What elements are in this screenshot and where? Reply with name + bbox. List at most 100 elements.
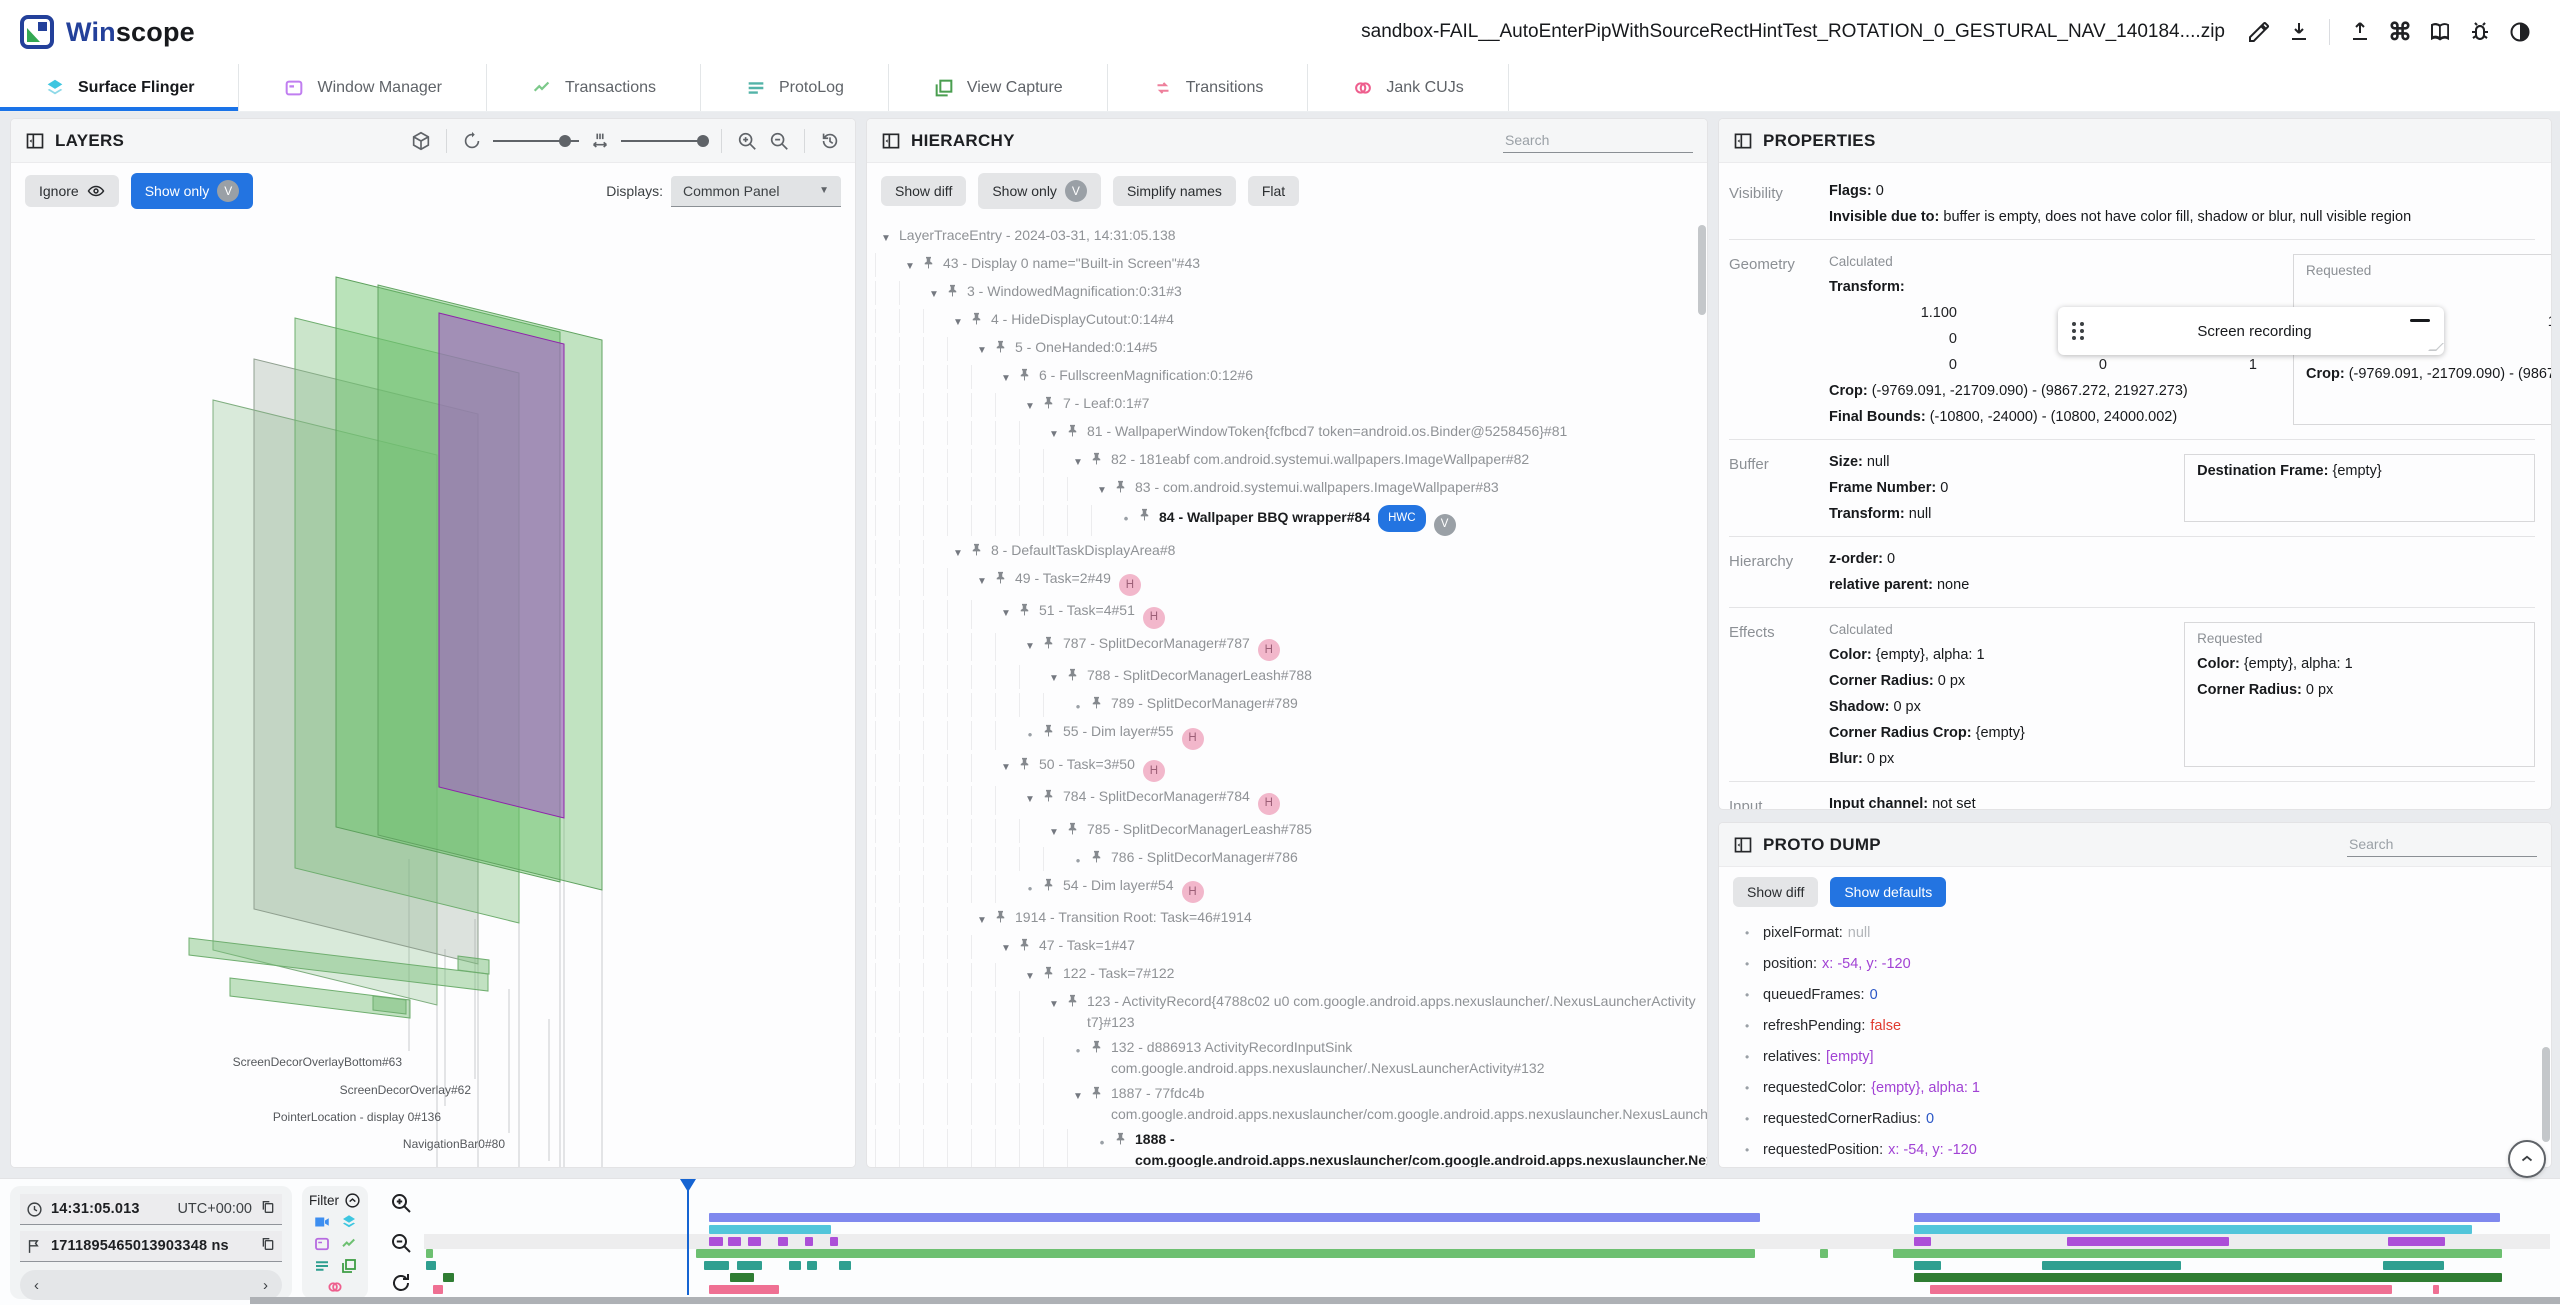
screen-recording-segment[interactable] [709,1213,1761,1222]
proto-row[interactable]: •requestedCornerRadius:0 [1745,1111,1935,1127]
expand-arrow-icon[interactable]: ▼ [1025,794,1035,805]
hierarchy-node[interactable]: ▼123 - ActivityRecord{4788c02 u0 com.goo… [875,989,1707,1035]
expand-arrow-icon[interactable]: ▼ [977,575,987,587]
expand-arrow-icon[interactable]: ▼ [1049,999,1059,1010]
protolog-segment[interactable] [2042,1261,2182,1270]
hierarchy-node[interactable]: ▼83 - com.android.systemui.wallpapers.Im… [875,475,1707,503]
protolog-segment[interactable] [807,1261,818,1270]
proto-dump-search-input[interactable] [2347,832,2537,857]
hierarchy-node[interactable]: ▼82 - 181eabf com.android.systemui.wallp… [875,447,1707,475]
pin-icon[interactable] [969,309,989,332]
expand-arrow-icon[interactable]: ▼ [1073,457,1083,468]
hierarchy-node[interactable]: ▼6 - FullscreenMagnification:0:12#6 [875,363,1707,391]
download-traces-icon[interactable] [2279,12,2319,52]
expand-arrow-icon[interactable]: ▼ [929,289,939,300]
window-manager-segment[interactable] [805,1237,814,1246]
pin-icon[interactable] [1137,505,1157,528]
hierarchy-node[interactable]: ▼43 - Display 0 name="Built-in Screen"#4… [875,251,1707,279]
screen-recording-overlay[interactable]: Screen recording [2058,307,2444,355]
tab-jank-cujs[interactable]: Jank CUJs [1308,64,1509,111]
screen-recording-filter-icon[interactable] [313,1213,331,1231]
expand-arrow-icon[interactable]: ▼ [1001,943,1011,954]
collapse-filter-icon[interactable] [344,1192,361,1209]
ns-time-field[interactable]: 1711895465013903348 ns [20,1231,282,1262]
protolog-segment[interactable] [788,1261,801,1270]
3d-view-icon[interactable] [410,130,432,152]
window-manager-segment[interactable] [777,1237,788,1246]
proto-row[interactable]: •position:x: -54, y: -120 [1745,956,1911,972]
hierarchy-node[interactable]: ▼4 - HideDisplayCutout:0:14#4 [875,307,1707,335]
pin-icon[interactable] [1089,693,1109,716]
expand-arrow-icon[interactable]: ▼ [953,547,963,559]
collapse-panel-icon[interactable] [881,131,901,151]
transactions-segment[interactable] [696,1249,1756,1258]
displays-dropdown[interactable]: Common Panel▼ [671,175,841,207]
transactions-segment[interactable] [1819,1249,1828,1258]
collapse-panel-icon[interactable] [1733,835,1753,855]
pin-icon[interactable] [1041,963,1061,986]
expand-arrow-icon[interactable]: ▼ [1001,608,1011,619]
reset-view-icon[interactable] [819,130,841,152]
view-capture-filter-icon[interactable] [340,1257,358,1275]
expand-arrow-icon[interactable]: ▼ [1001,761,1011,773]
hierarchy-node[interactable]: •786 - SplitDecorManager#786 [875,845,1707,873]
expand-arrow-icon[interactable]: ▼ [953,317,963,328]
hierarchy-node[interactable]: ▼3 - WindowedMagnification:0:31#3 [875,279,1707,307]
protolog-segment[interactable] [1914,1261,1941,1270]
pin-icon[interactable] [1017,935,1037,958]
hierarchy-scrollbar[interactable] [1698,225,1706,315]
tab-view-capture[interactable]: View Capture [889,64,1108,111]
expand-arrow-icon[interactable]: ▼ [881,233,891,244]
view-capture-segment[interactable] [442,1273,454,1282]
pin-icon[interactable] [993,907,1013,930]
window-manager-segment[interactable] [727,1237,741,1246]
collapse-panel-icon[interactable] [1733,131,1753,151]
pin-icon[interactable] [1017,754,1037,777]
surface-flinger-filter-icon[interactable] [340,1213,358,1231]
show-defaults-button[interactable]: Show defaults [1830,877,1947,907]
hierarchy-search-input[interactable] [1503,128,1693,153]
expand-arrow-icon[interactable]: ▼ [905,261,915,272]
expand-arrow-icon[interactable]: ▼ [1025,971,1035,982]
resize-handle[interactable] [2428,343,2444,351]
shortcuts-icon[interactable]: ⌘ [2388,18,2412,46]
protolog-segment[interactable] [839,1261,852,1270]
collapse-timeline-button[interactable] [2508,1140,2546,1178]
transitions-segment[interactable] [709,1285,779,1294]
jank-cujs-filter-icon[interactable] [326,1278,344,1296]
next-frame-button[interactable]: › [263,1276,268,1294]
proto-row[interactable]: •pixelFormat:null [1745,925,1871,941]
protolog-segment[interactable] [704,1261,729,1270]
window-manager-segment[interactable] [747,1237,761,1246]
timeline-cursor[interactable] [687,1185,690,1295]
pin-icon[interactable] [969,540,989,563]
window-manager-segment[interactable] [2388,1237,2445,1246]
simplify-names-button[interactable]: Simplify names [1112,176,1236,206]
protolog-filter-icon[interactable] [313,1257,331,1275]
tab-transitions[interactable]: Transitions [1108,64,1309,111]
expand-arrow-icon[interactable]: ▼ [1025,640,1035,652]
hierarchy-node[interactable]: ▼47 - Task=1#47 [875,933,1707,961]
tab-transactions[interactable]: Transactions [487,64,701,111]
copy-time-icon[interactable] [260,1199,276,1219]
expand-arrow-icon[interactable]: ▼ [1001,373,1011,384]
hierarchy-node[interactable]: •1888 - com.google.android.apps.nexuslau… [875,1127,1707,1167]
hierarchy-node[interactable]: •132 - d886913 ActivityRecordInputSink c… [875,1035,1707,1081]
tab-protolog[interactable]: ProtoLog [701,64,889,111]
hierarchy-search[interactable] [1503,128,1693,153]
timeline-zoom-out-icon[interactable] [389,1231,413,1255]
view-capture-segment[interactable] [1914,1273,2503,1282]
expand-arrow-icon[interactable]: ▼ [1049,826,1059,838]
proto-row[interactable]: •relatives:[empty] [1745,1049,1874,1065]
pin-icon[interactable] [1089,847,1109,870]
hierarchy-node[interactable]: ▼5 - OneHanded:0:14#5 [875,335,1707,363]
hierarchy-node[interactable]: ▼1887 - 77fdc4b com.google.android.apps.… [875,1081,1707,1127]
hierarchy-node[interactable]: ▼122 - Task=7#122 [875,961,1707,989]
